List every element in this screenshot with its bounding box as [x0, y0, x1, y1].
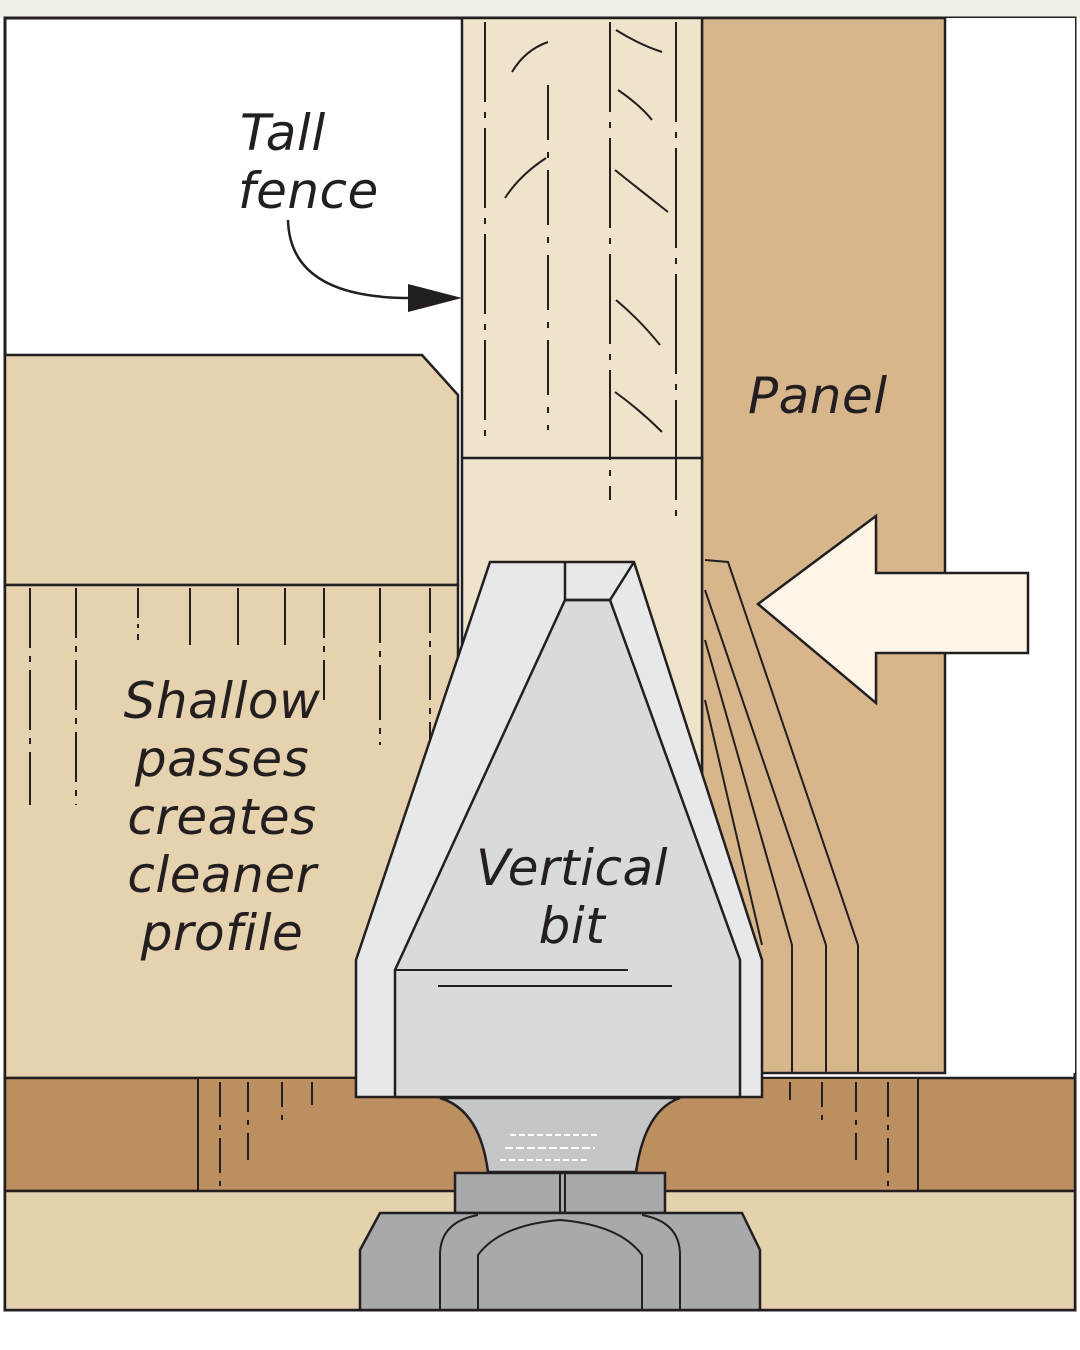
- label-shallow-2: passes: [134, 730, 309, 788]
- collet-nut: [358, 1211, 762, 1312]
- label-panel: Panel: [748, 367, 888, 425]
- label-vertical-bit-2: bit: [539, 897, 608, 955]
- table-grain: [219, 1082, 889, 1188]
- pass-lines: [29, 588, 431, 805]
- top-strip: [0, 0, 1080, 18]
- label-shallow-4: cleaner: [127, 846, 319, 904]
- bit-neck-marks: [500, 1134, 600, 1161]
- fence-grain: [484, 22, 677, 520]
- label-shallow-3: creates: [127, 788, 316, 846]
- curved-arrow-icon: [286, 219, 411, 300]
- left-arrow-icon: [755, 513, 1030, 706]
- callout-arrowhead: [408, 284, 462, 312]
- panel-profile-lines: [704, 559, 859, 1073]
- label-vertical-bit-1: Vertical: [476, 839, 668, 897]
- label-shallow-5: profile: [140, 904, 304, 962]
- label-shallow-1: Shallow: [124, 672, 321, 730]
- bit-top-bevel: [563, 561, 636, 602]
- label-tall-fence-1: Tall: [240, 104, 326, 162]
- workpiece-board-upper: [3, 353, 460, 587]
- nut-facets: [439, 1214, 681, 1310]
- label-shallow-passes: Shallow passes creates cleaner profile: [124, 672, 321, 962]
- right-background: [945, 18, 1075, 1073]
- label-tall-fence-2: fence: [238, 162, 379, 220]
